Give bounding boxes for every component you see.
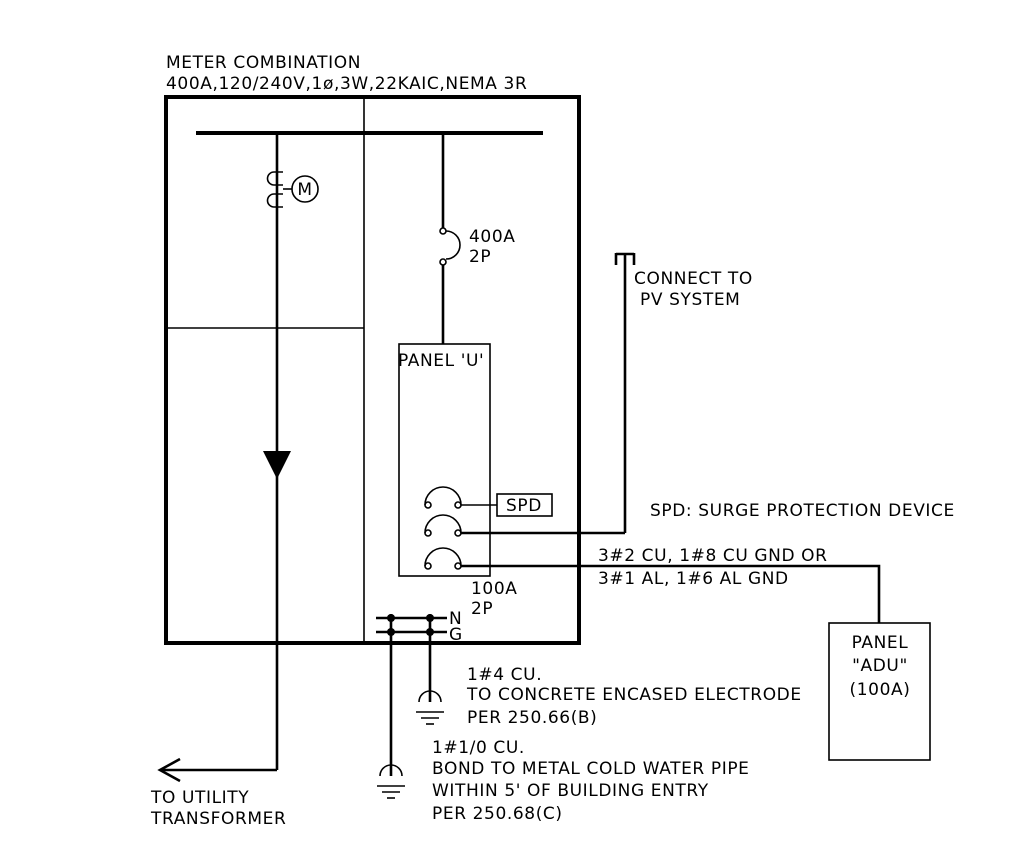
panel-adu-line3: (100A)	[850, 680, 911, 700]
panel-adu-box	[828, 622, 931, 761]
main-breaker-poles: 2P	[469, 247, 491, 267]
meter-combination-enclosure	[164, 95, 581, 645]
neutral-ground-bars	[376, 614, 447, 636]
adu-breaker-poles: 2P	[471, 599, 493, 619]
electrode1-line1: 1#4 CU.	[467, 665, 542, 685]
main-breaker-icon	[439, 227, 461, 266]
electrode1-line2: TO CONCRETE ENCASED ELECTRODE	[466, 685, 802, 705]
pv-connect-line1: CONNECT TO	[634, 269, 753, 289]
direction-arrow-icon	[263, 451, 291, 479]
electrode1-line3: PER 250.66(B)	[467, 708, 597, 728]
service-conductor	[157, 133, 291, 783]
ground-icon	[416, 690, 444, 725]
electrode2-line3: WITHIN 5' OF BUILDING ENTRY	[432, 781, 709, 801]
panel-u-box	[398, 343, 491, 577]
pv-connection-terminal-icon	[614, 252, 636, 265]
utility-line2: TRANSFORMER	[150, 809, 286, 829]
pv-breaker-icon	[424, 514, 462, 537]
main-breaker-rating: 400A	[469, 227, 515, 247]
spd-box-label: SPD	[506, 496, 542, 516]
spd-box	[496, 493, 553, 517]
panel-adu-line2: "ADU"	[852, 656, 908, 676]
panel-adu-line1: PANEL	[852, 633, 909, 653]
ground-bar-label: G	[449, 625, 463, 645]
adu-breaker-icon	[424, 547, 462, 570]
adu-feeder	[461, 564, 881, 623]
adu-breaker-rating: 100A	[471, 579, 517, 599]
feeder-line1: 3#2 CU, 1#8 CU GND OR	[598, 546, 828, 566]
electrode2-line2: BOND TO METAL COLD WATER PIPE	[432, 759, 750, 779]
spd-note: SPD: SURGE PROTECTION DEVICE	[650, 501, 955, 521]
electrode2-line4: PER 250.68(C)	[432, 804, 563, 824]
electrode2-line1: 1#1/0 CU.	[432, 738, 525, 758]
meter-combination-title: METER COMBINATION	[166, 53, 361, 73]
meter-combination-rating: 400A,120/240V,1ø,3W,22KAIC,NEMA 3R	[166, 74, 527, 94]
ground-icon	[377, 764, 405, 799]
meter-label: M	[297, 180, 312, 200]
current-transformer-icon	[266, 171, 292, 208]
meter-icon: M	[291, 175, 319, 203]
spd-breaker-icon	[424, 486, 462, 509]
neutral-bar-label: N	[449, 609, 462, 629]
panel-u-label: PANEL 'U'	[398, 351, 484, 371]
pv-connect-line2: PV SYSTEM	[640, 290, 740, 310]
utility-line1: TO UTILITY	[150, 788, 249, 808]
feeder-line2: 3#1 AL, 1#6 AL GND	[598, 569, 789, 589]
